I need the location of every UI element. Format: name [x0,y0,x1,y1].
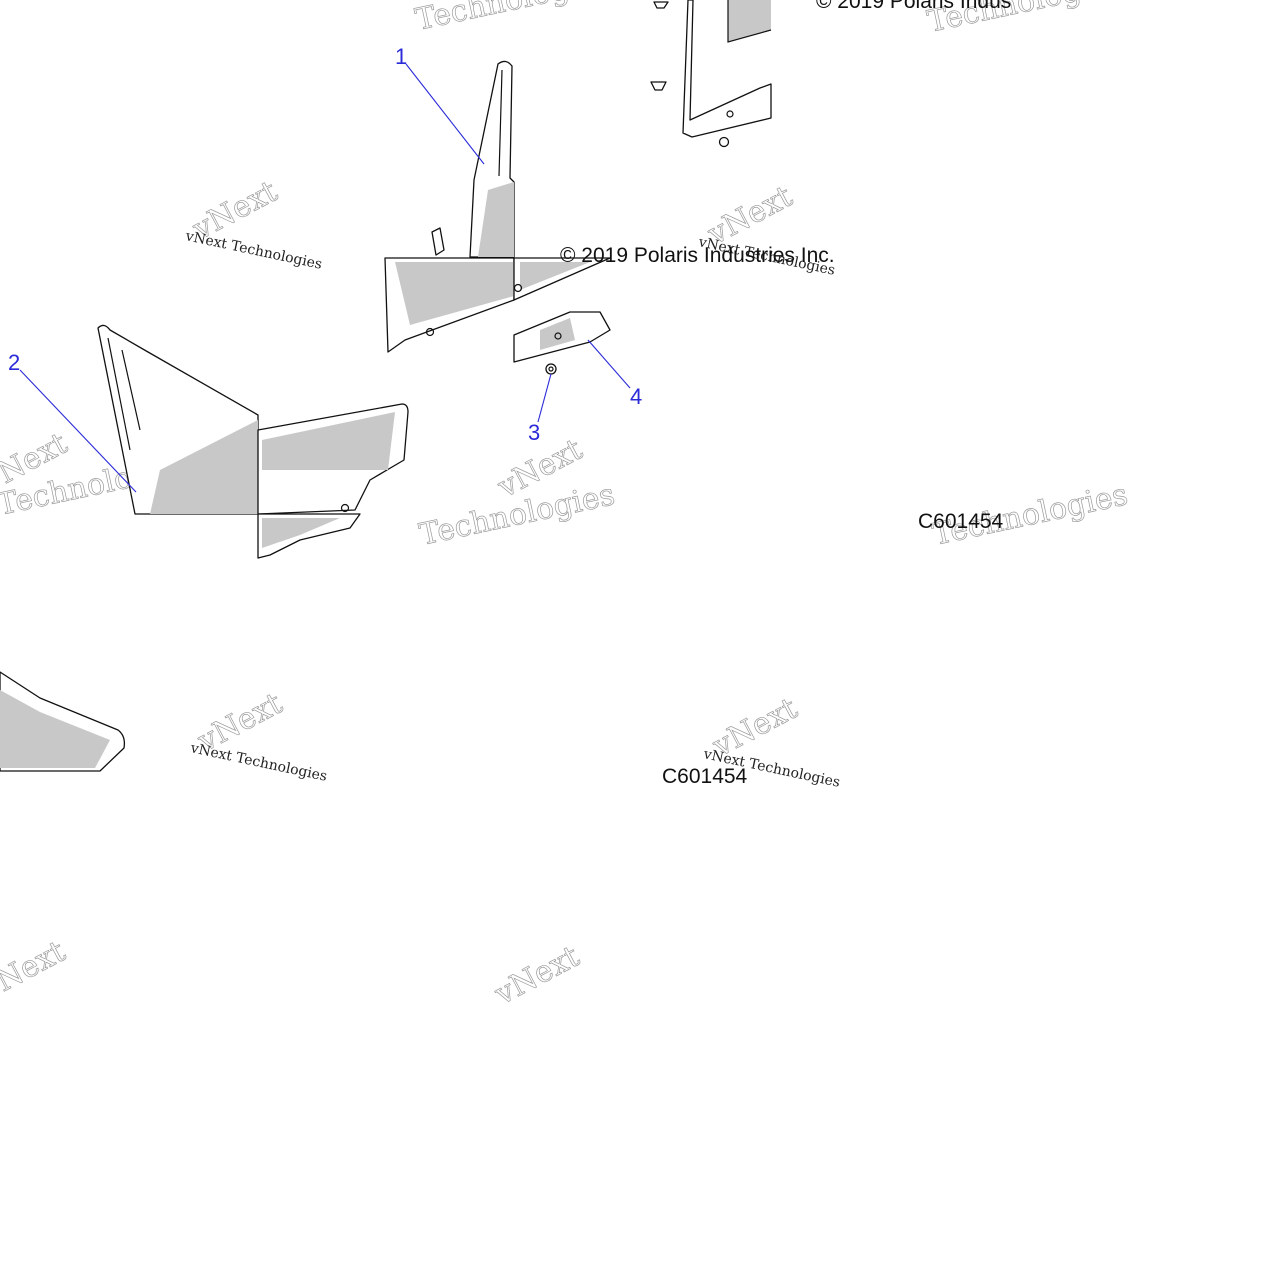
screw-icon [653,1,669,9]
part-4-bracket [513,311,611,363]
screw-icon [650,81,667,91]
part-1-side-panel [384,60,611,353]
drawing-code: C601454 [662,765,748,788]
upper-right-panel [650,0,772,148]
watermark-vnext: vNext [488,939,585,1013]
leader-line-2 [19,369,137,493]
watermark-small: vNext Technologies [188,740,328,785]
leader-line-3 [537,373,552,423]
leader-line-4 [587,339,631,389]
caption-text: © 2019 Polaris Indus © 2019 Polaris Indu… [560,0,1011,788]
watermark-technologies: Technologies [412,0,613,38]
callout-3[interactable]: 3 [528,420,540,445]
watermark-vnext: vNext [0,934,71,1008]
drawing-code: C601454 [918,510,1004,533]
leader-line-1 [405,63,485,165]
callout-4[interactable]: 4 [630,384,642,409]
copyright-text-partial: © 2019 Polaris Indus [816,0,1011,13]
nut-icon [718,136,730,148]
part-2-fender-panel [0,324,409,772]
watermark-small: vNext Technologies [183,228,323,273]
leader-lines [19,63,631,493]
callouts: 1 2 3 4 [8,44,642,445]
callout-1[interactable]: 1 [395,44,407,69]
part-3-nut [545,363,557,375]
copyright-text: © 2019 Polaris Industries Inc. [560,244,835,267]
callout-2[interactable]: 2 [8,350,20,375]
